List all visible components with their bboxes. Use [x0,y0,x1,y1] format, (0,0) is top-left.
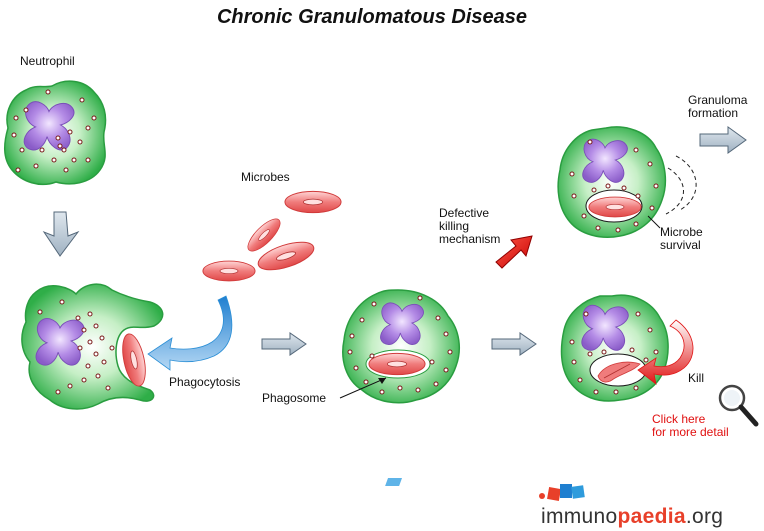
label-kill: Kill [688,371,705,385]
diagram-title: Chronic Granulomatous Disease [216,6,528,28]
microbe-survival-granules [569,139,659,233]
right-arrow-1 [261,332,307,356]
label-granuloma-line1: Granuloma [688,93,748,107]
phagocytosing-cell [21,283,164,410]
neutrophil-granules [11,89,97,173]
defective-arrow [495,235,533,269]
phagocytosing-granules [37,299,115,395]
label-defective-line2: killing [439,219,470,233]
magnifier-icon[interactable] [718,384,759,427]
immunopaedia-logo-mark [385,478,585,501]
down-arrow [42,211,80,257]
label-phagocytosis: Phagocytosis [169,375,241,389]
brand-part1: immuno [541,505,618,528]
kill-arrow [637,319,694,385]
right-arrow-2 [491,332,537,356]
click-here-link[interactable]: Click here for more detail [652,413,729,439]
label-neutrophil: Neutrophil [20,54,75,68]
phagosome-cell-granules [347,295,453,395]
neutrophil-cell [4,80,107,186]
immunopaedia-brand: immunopaedia.org [541,505,723,529]
phagosome-cell [342,289,461,404]
click-here-line1: Click here [652,412,706,426]
microbe-survival-cell [557,126,667,238]
phagocytosis-arrow [147,295,233,371]
label-phagosome: Phagosome [262,391,327,405]
label-defective-killing: Defective killing mechanism [439,207,500,246]
label-microbes: Microbes [241,170,290,184]
brand-part3: .org [685,505,724,528]
kill-cell [560,294,669,402]
click-here-line2: for more detail [652,425,729,439]
label-granuloma-line2: formation [688,106,739,120]
label-microbe-survival: Microbe survival [660,226,703,252]
free-microbes [202,190,342,282]
granuloma-dashed-arcs [665,155,697,215]
label-microbe-survival-line2: survival [660,238,701,252]
right-arrow-granuloma [699,126,747,154]
label-granuloma-formation: Granuloma formation [688,94,747,120]
label-defective-line3: mechanism [439,232,501,246]
brand-part2: paedia [617,505,686,528]
phagosome-pointer [339,377,387,399]
phagosome-pointer-head [378,378,386,384]
label-defective-line1: Defective [439,206,490,220]
microbe-survival-pointer [647,215,661,229]
label-microbe-survival-line1: Microbe [660,225,703,239]
